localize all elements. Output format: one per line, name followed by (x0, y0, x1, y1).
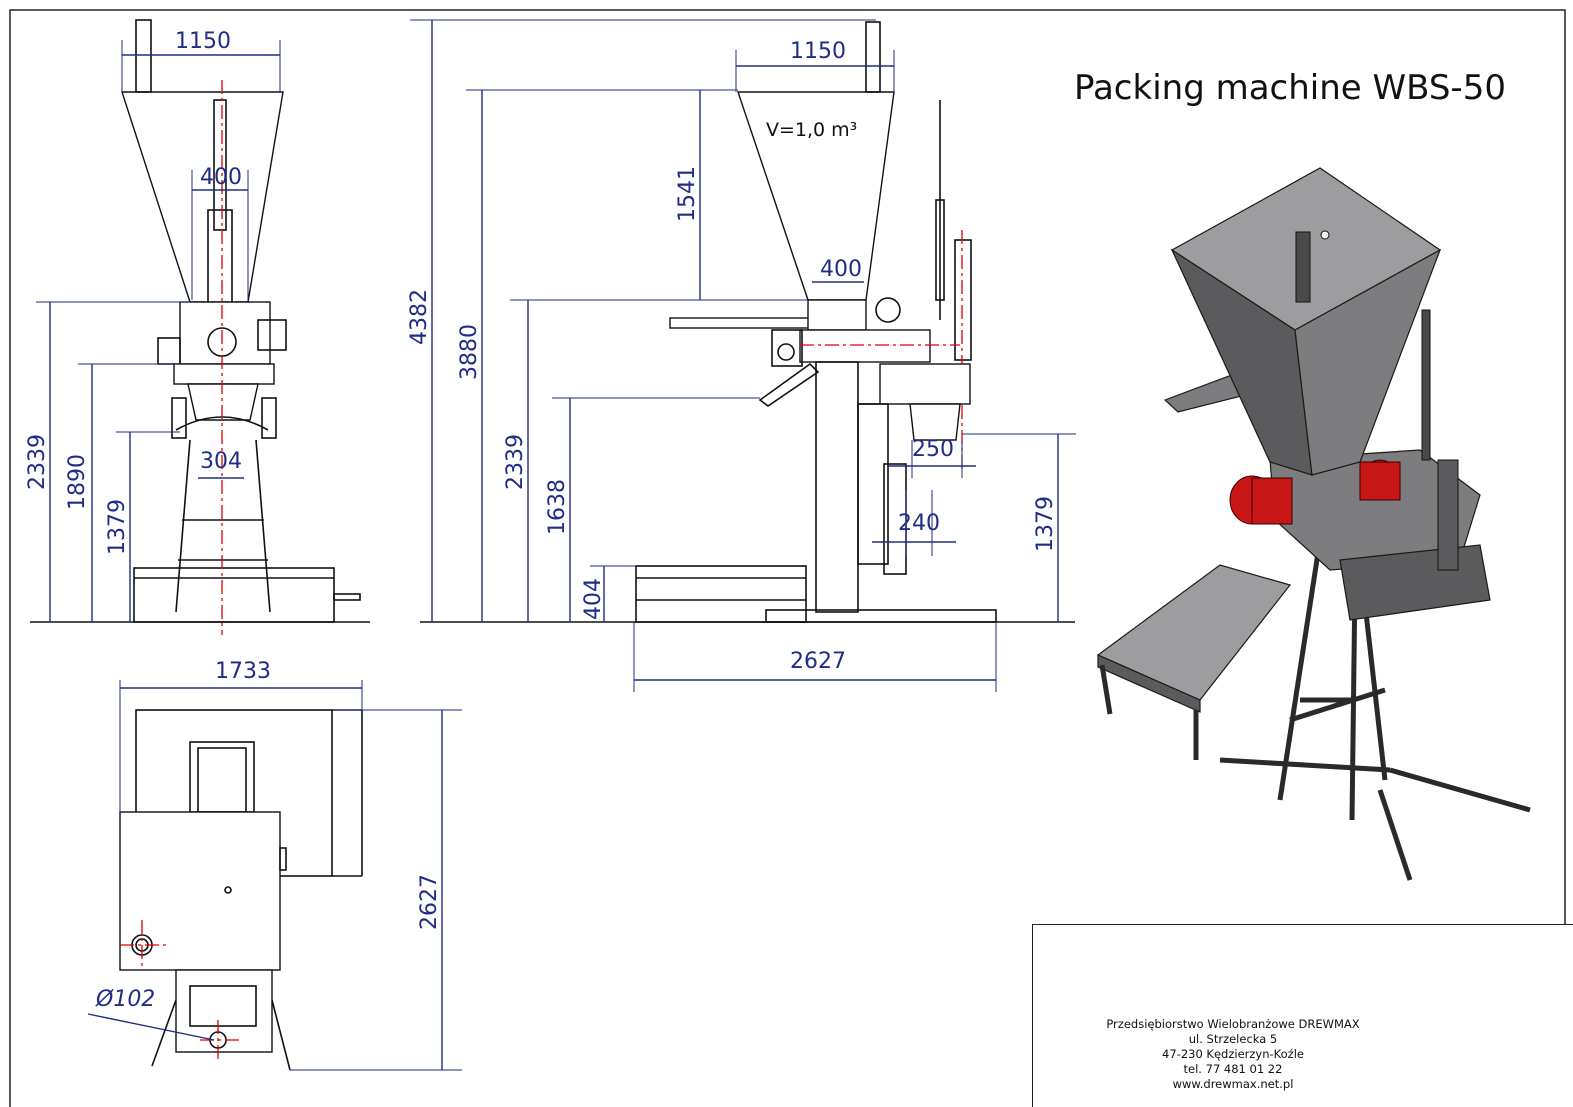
company-street: ul. Strzelecka 5 (1188, 1032, 1278, 1046)
side-outlet-width-label: 400 (820, 257, 862, 282)
side-height-2339-label: 2339 (503, 434, 528, 490)
side-hopper-height-label: 1541 (675, 166, 700, 222)
top-width-label: 1733 (215, 659, 271, 684)
front-height-1379-label: 1379 (105, 499, 130, 555)
side-width-250-label: 250 (912, 437, 954, 462)
side-view: V=1,0 m³ (420, 21, 1075, 623)
side-overall-height-label: 4382 (407, 289, 432, 345)
company-name: Przedsiębiorstwo Wielobranżowe DREWMAX (1106, 1017, 1360, 1031)
side-height-404-label: 404 (581, 578, 606, 620)
side-height-3880-label: 3880 (457, 324, 482, 380)
front-hopper-width-label: 1150 (175, 29, 231, 54)
drawing-title: Packing machine WBS-50 (1074, 68, 1506, 108)
company-website: www.drewmax.net.pl (1172, 1077, 1294, 1091)
front-height-2339-label: 2339 (25, 434, 50, 490)
volume-label: V=1,0 m³ (766, 119, 857, 141)
company-info-box: Przedsiębiorstwo Wielobranżowe DREWMAX u… (1032, 924, 1573, 1107)
side-height-1379-label: 1379 (1033, 496, 1058, 552)
top-diameter-label: Ø102 (95, 987, 155, 1012)
company-address: Przedsiębiorstwo Wielobranżowe DREWMAX u… (1033, 1017, 1433, 1092)
front-view-dimensions: 1150 400 304 2339 1890 1379 (25, 29, 281, 622)
side-hopper-width-label: 1150 (790, 39, 846, 64)
top-view-dimensions: 1733 2627 Ø102 (87, 659, 462, 1071)
top-length-label: 2627 (417, 874, 442, 930)
top-view (119, 709, 363, 1071)
side-height-1638-label: 1638 (545, 479, 570, 535)
company-phone: tel. 77 481 01 22 (1183, 1062, 1283, 1076)
side-width-240-label: 240 (898, 511, 940, 536)
front-height-1890-label: 1890 (65, 454, 90, 510)
company-city: 47-230 Kędzierzyn-Koźle (1162, 1047, 1304, 1061)
machine-isometric-render (1096, 167, 1531, 881)
front-outlet-width-label: 400 (200, 165, 242, 190)
side-length-label: 2627 (790, 649, 846, 674)
side-view-dimensions: 1150 400 4382 3880 1541 2339 1638 404 13… (407, 19, 1076, 692)
front-view (30, 19, 370, 635)
sheet-border (9, 9, 1566, 1107)
front-spout-width-label: 304 (200, 449, 242, 474)
